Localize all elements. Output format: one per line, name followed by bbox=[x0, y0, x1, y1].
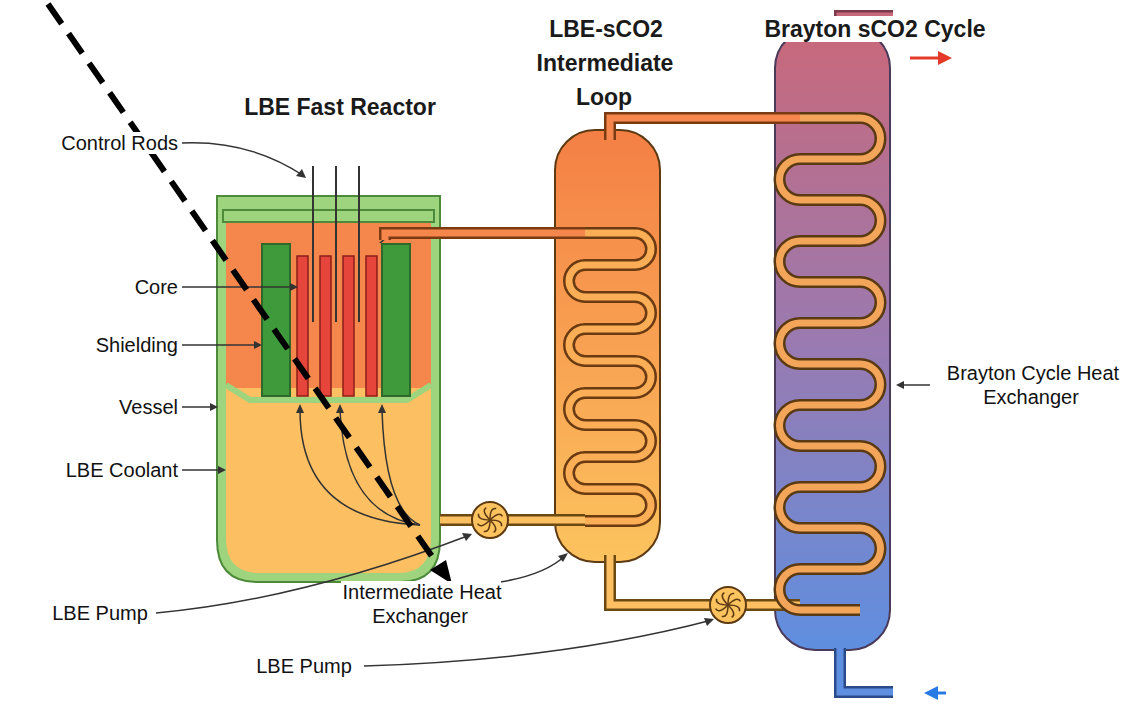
title: LBE Fast Reactor bbox=[205, 90, 475, 124]
pipe bbox=[440, 517, 585, 524]
part-label: Control Rods bbox=[4, 131, 180, 155]
pump-blade bbox=[478, 520, 490, 526]
part-label-text: Shielding bbox=[94, 334, 180, 356]
part-label-text: Intermediate Heat Exchanger bbox=[341, 581, 502, 627]
pump-blade bbox=[484, 508, 490, 520]
part-label-text: LBE Coolant bbox=[64, 459, 180, 481]
title-text: Brayton sCO2 Cycle bbox=[762, 16, 987, 42]
part-label: Intermediate Heat Exchanger bbox=[336, 580, 506, 628]
pump-blade bbox=[490, 514, 502, 520]
part-label-text: Vessel bbox=[117, 396, 180, 418]
title-text: LBE Fast Reactor bbox=[242, 94, 438, 120]
pipe bbox=[610, 118, 800, 140]
pipe bbox=[610, 555, 800, 605]
pump-blade bbox=[490, 520, 496, 532]
part-label-text: LBE Pump bbox=[50, 602, 150, 624]
pump-blade bbox=[722, 593, 728, 605]
part-label-text: LBE Pump bbox=[254, 655, 354, 677]
pipe bbox=[779, 118, 880, 610]
pipe bbox=[569, 233, 651, 521]
part-label: LBE Coolant bbox=[4, 458, 180, 482]
part-label: Core bbox=[4, 275, 180, 299]
title: Brayton sCO2 Cycle bbox=[715, 12, 1035, 46]
part-label: Brayton Cycle Heat Exchanger bbox=[932, 361, 1132, 409]
pipe bbox=[610, 118, 800, 140]
pump-blade bbox=[728, 605, 734, 617]
pipe bbox=[440, 514, 585, 526]
pipe bbox=[385, 233, 585, 240]
pipe bbox=[779, 118, 880, 610]
title-text: LBE-sCO2 Intermediate Loop bbox=[537, 16, 674, 110]
pipe bbox=[385, 233, 585, 240]
pipe bbox=[569, 233, 651, 521]
pump-symbol bbox=[472, 502, 508, 538]
title: LBE-sCO2 Intermediate Loop bbox=[530, 12, 680, 114]
pump-symbol bbox=[710, 587, 746, 623]
part-label: LBE Pump bbox=[240, 654, 368, 678]
part-label: LBE Pump bbox=[40, 601, 160, 625]
pump-blade bbox=[716, 605, 728, 611]
part-label-text: Control Rods bbox=[59, 132, 180, 154]
part-label-text: Core bbox=[133, 276, 180, 298]
part-label: Vessel bbox=[4, 395, 180, 419]
pipe bbox=[610, 555, 800, 605]
part-label-text: Brayton Cycle Heat Exchanger bbox=[945, 362, 1119, 408]
part-label: Shielding bbox=[4, 333, 180, 357]
pump-blade bbox=[728, 599, 740, 605]
